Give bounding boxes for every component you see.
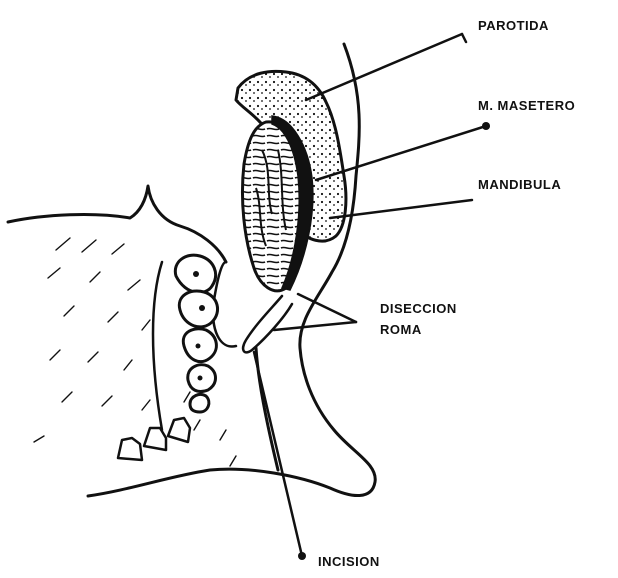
- label-roma: ROMA: [380, 322, 422, 337]
- label-diseccion: DISECCION: [380, 301, 457, 316]
- label-incision: INCISION: [318, 554, 380, 569]
- lower-teeth: [118, 418, 190, 460]
- dissection-track: [243, 296, 292, 352]
- label-parotida: PAROTIDA: [478, 18, 549, 33]
- molar-teeth: [175, 255, 217, 412]
- label-mandibula: MANDIBULA: [478, 177, 561, 192]
- label-masetero: M. MASETERO: [478, 98, 575, 113]
